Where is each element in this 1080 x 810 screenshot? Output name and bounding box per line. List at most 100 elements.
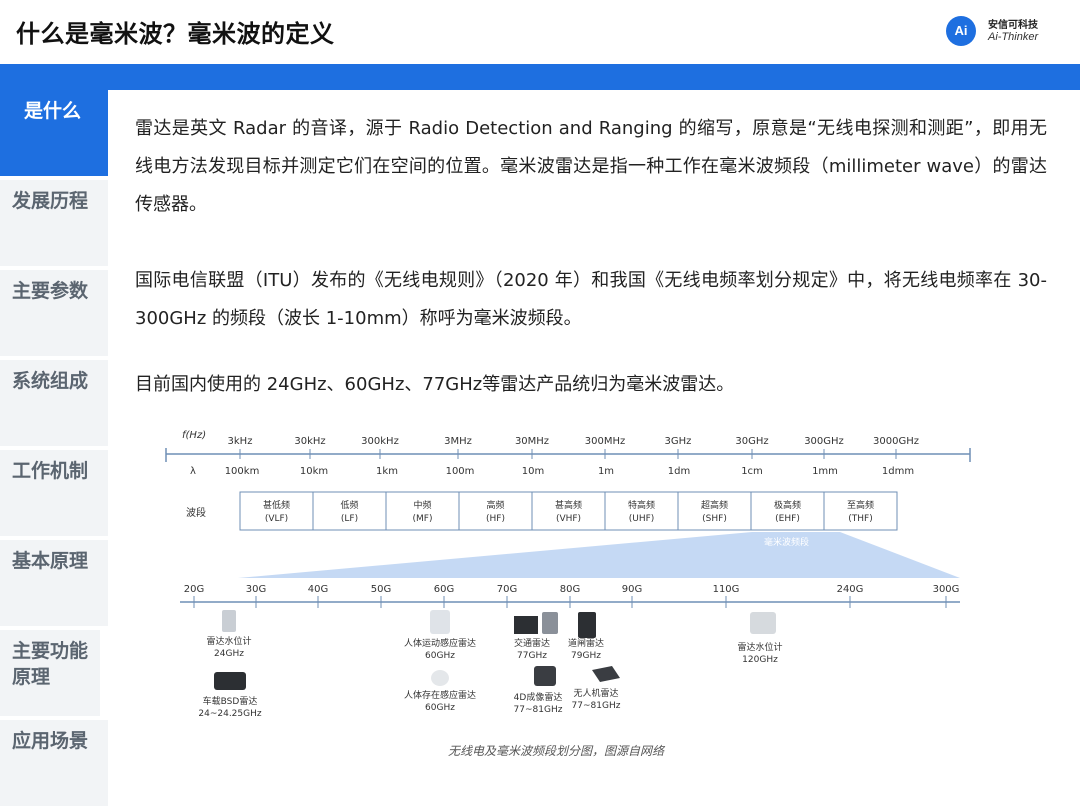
wavelength-label: 10m xyxy=(522,466,544,477)
ghz-tick-label: 240G xyxy=(837,584,864,595)
band-name-en: (LF) xyxy=(341,514,358,524)
band-box xyxy=(531,491,606,531)
main-content: 雷达是英文 Radar 的音译，源于 Radio Detection and R… xyxy=(108,90,1080,810)
ghz-tick-label: 300G xyxy=(933,584,960,595)
band-box xyxy=(385,491,460,531)
device-label: 人体存在感应雷达 xyxy=(404,689,476,701)
wavelength-label: 100km xyxy=(225,466,260,477)
drone-radar-icon xyxy=(592,666,620,682)
freq-tick-label: 300kHz xyxy=(361,436,399,447)
sidebar-item-history[interactable]: 发展历程 xyxy=(0,180,108,266)
band-box xyxy=(458,491,533,531)
bsd-radar-icon xyxy=(214,672,246,690)
freq-tick-label: 300GHz xyxy=(804,436,844,447)
freq-tick-label: 3GHz xyxy=(665,436,692,447)
sidebar-item-what[interactable]: 是什么 xyxy=(0,90,108,176)
band-label: 波段 xyxy=(186,506,206,519)
mmwave-band-label: 毫米波频段 xyxy=(764,536,809,548)
device-freq: 120GHz xyxy=(742,655,778,665)
band-box-group: 甚低频(VLF)低频(LF)中频(MF)高频(HF)甚高频(VHF)特高频(UH… xyxy=(239,491,898,531)
band-name-cn: 极高频 xyxy=(774,499,801,511)
freq-tick-group: 3kHz 30kHz 300kHz 3MHz 30MHz 300MHz 3GHz 30GHz 3… xyxy=(228,436,919,459)
wavelength-label: 100m xyxy=(446,466,475,477)
logo-text-en: Ai-Thinker xyxy=(988,31,1039,43)
band-name-en: (VLF) xyxy=(265,514,288,524)
paragraph-domestic-usage: 目前国内使用的 24GHz、60GHz、77GHz等雷达产品统归为毫米波雷达。 xyxy=(135,374,735,395)
ghz-tick-label: 90G xyxy=(622,584,642,595)
device-label: 人体运动感应雷达 xyxy=(404,637,476,649)
freq-tick-label: 3MHz xyxy=(444,436,472,447)
freq-tick-label: 3kHz xyxy=(228,436,253,447)
band-name-cn: 特高频 xyxy=(628,499,655,511)
device-label: 无人机雷达 xyxy=(573,687,618,699)
device-freq: 24GHz xyxy=(214,649,244,659)
wavelength-label: 1cm xyxy=(741,466,763,477)
sidebar-item-system[interactable]: 系统组成 xyxy=(0,360,108,446)
device-label: 车载BSD雷达 xyxy=(203,695,258,707)
water-level-radar-120-icon xyxy=(750,612,776,634)
traffic-radar-unit-icon xyxy=(542,612,558,634)
sidebar-item-applications[interactable]: 应用场景 xyxy=(0,720,108,806)
logo-text-cn: 安信可科技 xyxy=(988,20,1038,31)
sidebar-nav: 是什么 发展历程 主要参数 系统组成 工作机制 基本原理 主要功能原理 应用场景 xyxy=(0,90,108,810)
band-box xyxy=(750,491,825,531)
ghz-tick-label: 50G xyxy=(371,584,391,595)
freq-tick-label: 30MHz xyxy=(515,436,549,447)
motion-sensor-radar-icon xyxy=(430,610,450,634)
mmwave-zoom-highlight xyxy=(238,532,960,578)
device-label-group: 雷达水位计 24GHz 车载BSD雷达 24~24.25GHz 人体运动感应雷达… xyxy=(198,635,782,719)
band-name-en: (HF) xyxy=(486,514,505,524)
ghz-tick-label: 70G xyxy=(497,584,517,595)
barrier-gate-radar-icon xyxy=(578,612,596,638)
band-name-cn: 高频 xyxy=(486,499,504,511)
wavelength-label: 1dm xyxy=(668,466,690,477)
band-box xyxy=(823,491,898,531)
freq-tick-label: 300MHz xyxy=(585,436,625,447)
device-label: 雷达水位计 xyxy=(737,641,782,653)
band-box xyxy=(312,491,387,531)
device-label: 4D成像雷达 xyxy=(514,691,563,703)
ghz-tick-label: 60G xyxy=(434,584,454,595)
band-name-cn: 低频 xyxy=(340,499,358,511)
device-freq: 24~24.25GHz xyxy=(198,709,262,719)
freq-tick-label: 3000GHz xyxy=(873,436,919,447)
ghz-tick-label: 40G xyxy=(308,584,328,595)
wavelength-label: 1m xyxy=(598,466,614,477)
device-label: 道闸雷达 xyxy=(568,637,604,649)
sidebar-item-mechanism[interactable]: 工作机制 xyxy=(0,450,108,536)
traffic-radar-icon xyxy=(514,616,538,634)
band-name-en: (VHF) xyxy=(556,514,581,524)
band-name-en: (THF) xyxy=(848,514,872,524)
band-box xyxy=(677,491,752,531)
device-freq: 77~81GHz xyxy=(572,701,621,711)
band-name-en: (EHF) xyxy=(775,514,800,524)
band-name-en: (UHF) xyxy=(629,514,655,524)
wavelength-label: 1dmm xyxy=(882,466,914,477)
figure-caption: 无线电及毫米波频段划分图，图源自网络 xyxy=(448,744,665,758)
freq-tick-label: 30GHz xyxy=(735,436,768,447)
band-name-cn: 超高频 xyxy=(701,499,728,511)
header-accent-bar xyxy=(0,64,1080,90)
logo-mark-icon: Ai xyxy=(946,16,976,46)
sidebar-item-parameters[interactable]: 主要参数 xyxy=(0,270,108,356)
paragraph-radar-definition: 雷达是英文 Radar 的音译，源于 Radio Detection and R… xyxy=(135,118,1047,215)
freq-tick-label: 30kHz xyxy=(294,436,325,447)
sidebar-item-function-principle[interactable]: 主要功能原理 xyxy=(0,630,100,716)
band-name-en: (SHF) xyxy=(702,514,727,524)
wavelength-label: 1mm xyxy=(812,466,838,477)
page-title: 什么是毫米波？毫米波的定义 xyxy=(16,20,335,48)
wavelength-label: 10km xyxy=(300,466,328,477)
device-label: 雷达水位计 xyxy=(206,635,251,647)
device-label: 交通雷达 xyxy=(514,637,550,649)
band-name-cn: 至高频 xyxy=(847,499,874,511)
band-name-cn: 中频 xyxy=(413,499,431,511)
band-name-en: (MF) xyxy=(413,514,433,524)
header: 什么是毫米波？毫米波的定义 Ai 安信可科技 Ai-Thinker xyxy=(0,0,1080,64)
device-freq: 79GHz xyxy=(571,651,601,661)
sidebar-item-principle[interactable]: 基本原理 xyxy=(0,540,108,626)
band-box xyxy=(604,491,679,531)
imaging-4d-radar-icon xyxy=(534,666,556,686)
ghz-tick-label: 110G xyxy=(713,584,740,595)
